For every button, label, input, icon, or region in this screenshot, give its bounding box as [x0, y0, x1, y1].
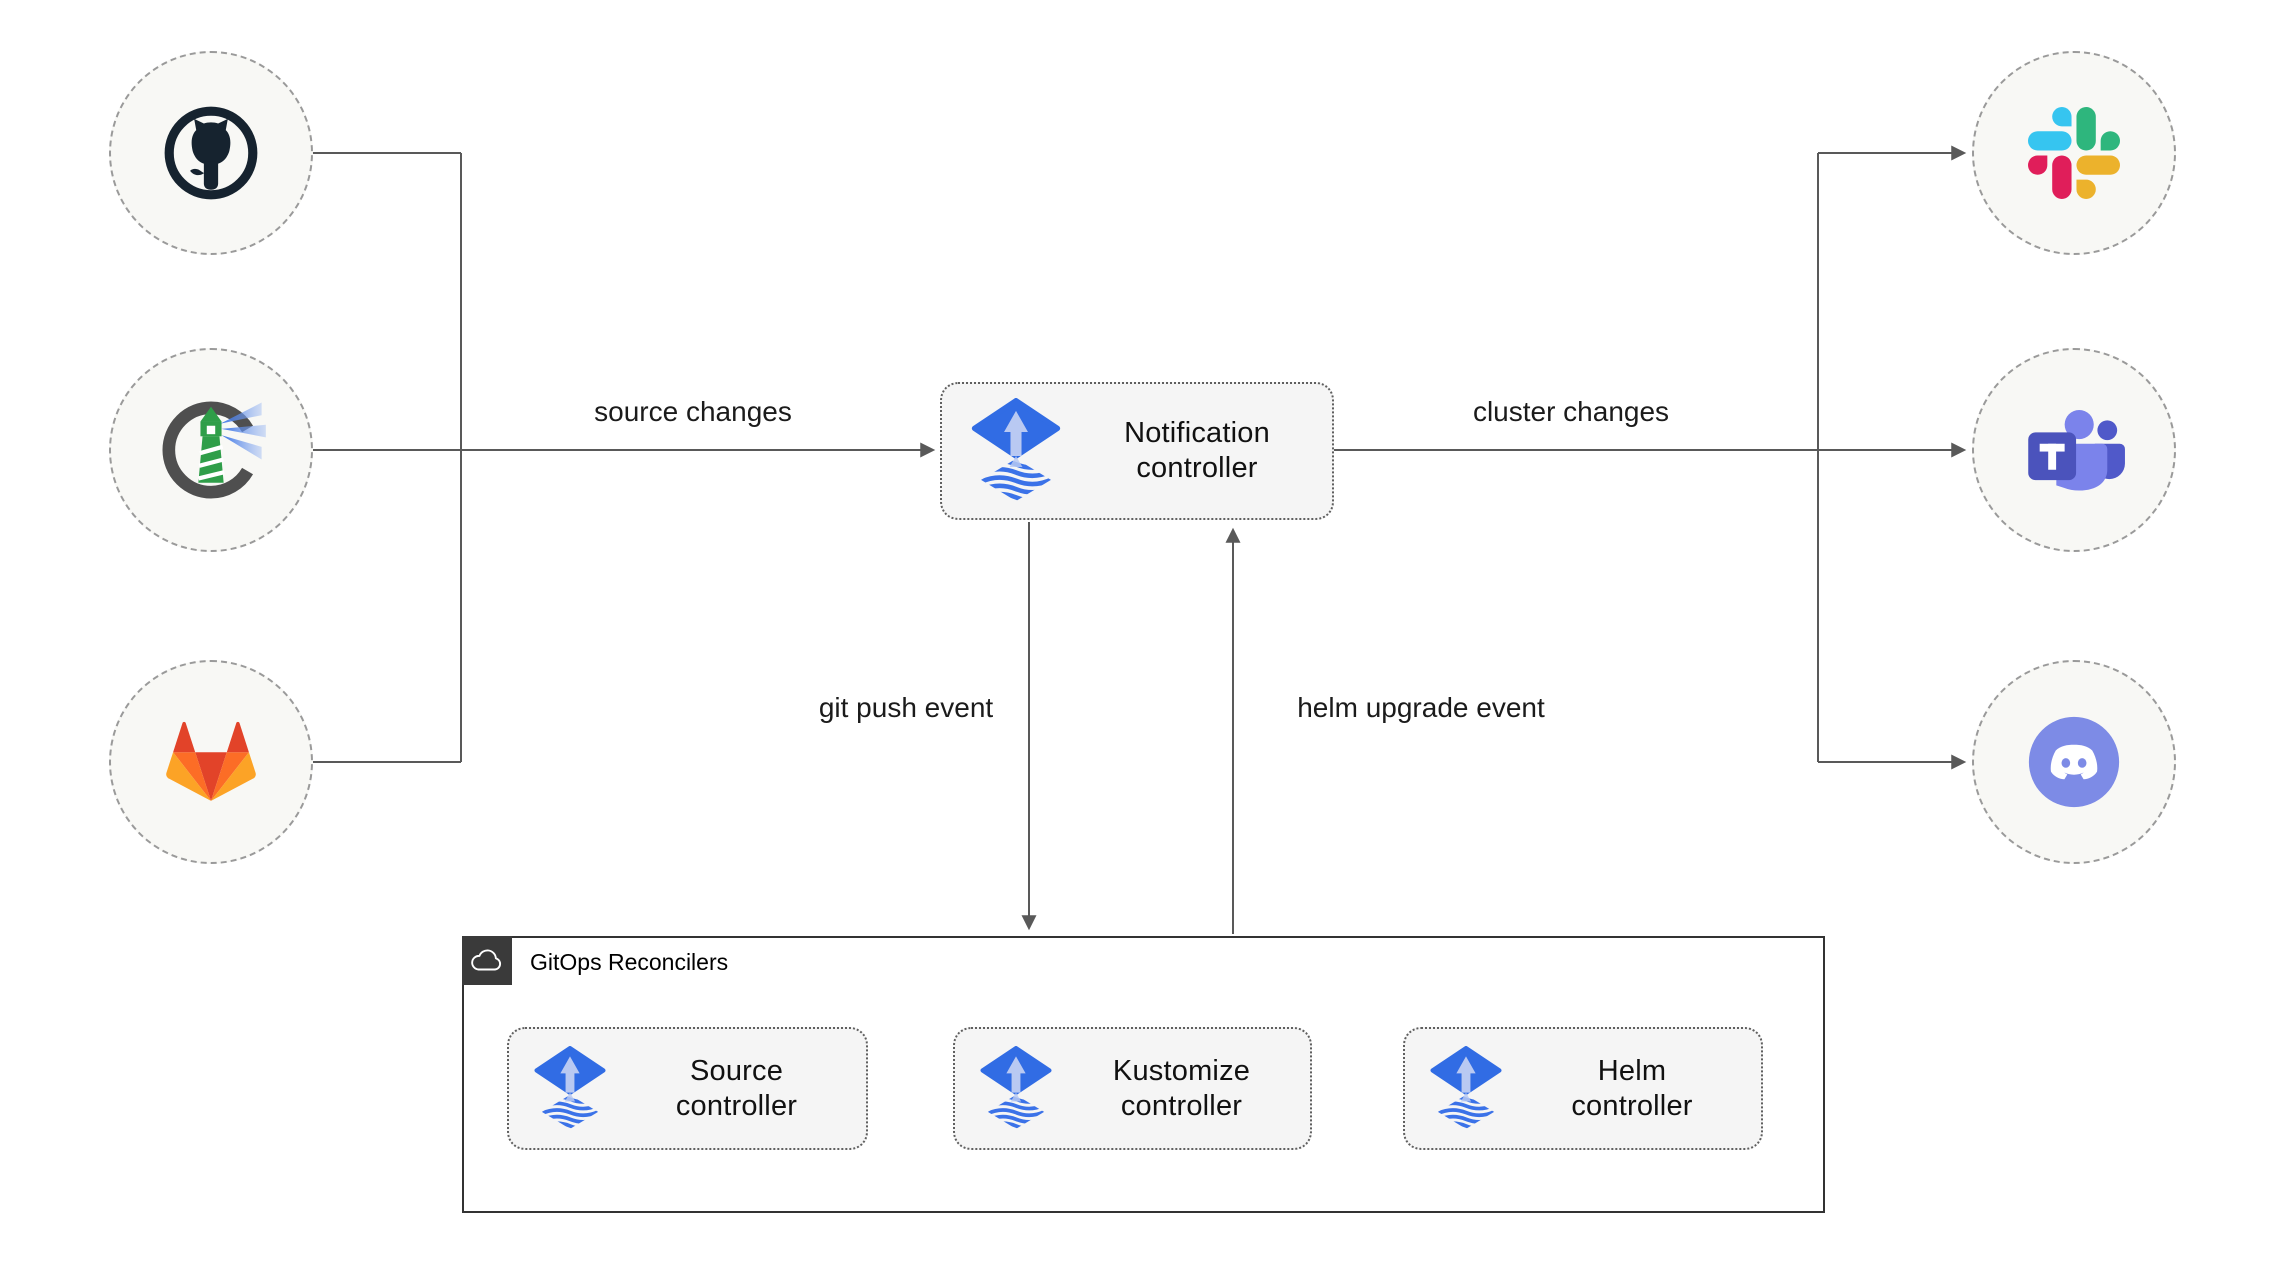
node-slack [1972, 51, 2176, 255]
notification-controller-label: Notification controller [1124, 417, 1270, 484]
node-microsoft-teams [1972, 348, 2176, 552]
harbor-icon [162, 401, 266, 499]
node-discord [1972, 660, 2176, 864]
kustomize-controller-label: Kustomize controller [1112, 1054, 1251, 1122]
node-notification-controller: Notification controller [940, 382, 1334, 520]
helm-controller-label: Helm controller [1571, 1054, 1693, 1122]
edge-label-git-push-event: git push event [818, 692, 994, 723]
flux-icon-slot [979, 1045, 1053, 1132]
node-source-controller: Source controller [507, 1027, 868, 1150]
flux-icon [971, 397, 1061, 501]
edge-label-source-changes: source changes [594, 396, 792, 427]
gitlab-icon [166, 721, 256, 801]
flux-icon [1430, 1045, 1502, 1129]
node-github [109, 51, 313, 255]
flux-icon [980, 1045, 1052, 1129]
discord-icon [2028, 716, 2120, 808]
flux-icon [534, 1045, 606, 1129]
github-icon [164, 106, 258, 200]
node-helm-controller: Helm controller [1403, 1027, 1763, 1150]
node-harbor [109, 348, 313, 552]
gitops-reconcilers-title: GitOps Reconcilers [530, 949, 729, 975]
slack-icon [2028, 107, 2120, 199]
flux-icon-slot [533, 1045, 607, 1132]
source-controller-label: Source controller [675, 1054, 798, 1122]
flux-icon-slot [1429, 1045, 1503, 1132]
cloud-icon [471, 949, 502, 970]
edge-label-helm-upgrade-event: helm upgrade event [1297, 692, 1545, 723]
flux-icon-slot [970, 397, 1062, 505]
edge-label-cluster-changes: cluster changes [1472, 396, 1670, 427]
microsoft-teams-icon [2028, 409, 2125, 491]
container-tab [462, 936, 512, 985]
node-kustomize-controller: Kustomize controller [953, 1027, 1312, 1150]
node-gitlab [109, 660, 313, 864]
